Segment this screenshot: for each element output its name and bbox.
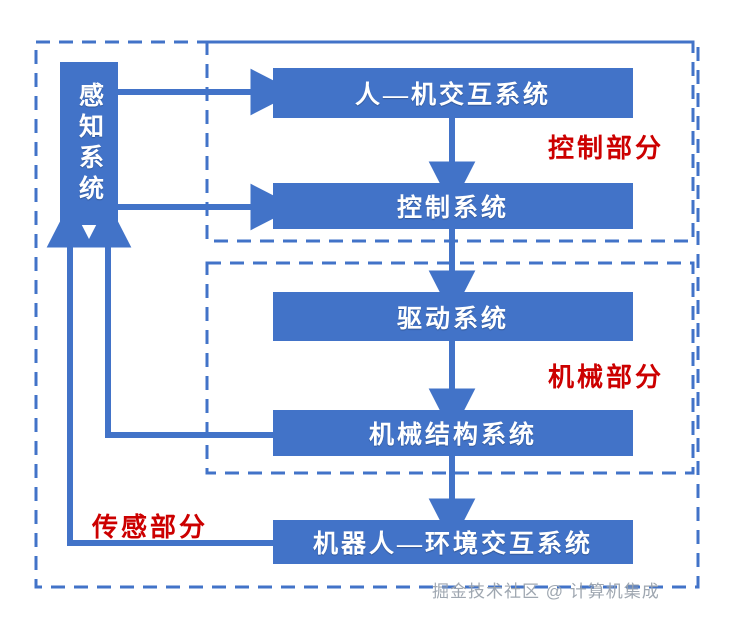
node-drive-system[interactable]: 驱动系统 <box>273 292 633 341</box>
node-label: 人—机交互系统 <box>354 82 551 109</box>
node-label: 机械结构系统 <box>368 422 537 449</box>
node-label: 驱动系统 <box>396 305 509 333</box>
outer-dashed-boundary <box>34 40 700 589</box>
edge-mechanical-to-perception-feedback <box>84 201 273 438</box>
edge-robot-env-to-perception-feedback <box>46 201 273 546</box>
node-label: 感知系统 <box>75 81 103 206</box>
node-perception-system[interactable]: 感知系统 <box>60 62 118 225</box>
zone-label-sensing-part: 传感部分 <box>92 513 209 542</box>
node-label: 机器人—环境交互系统 <box>312 531 593 558</box>
node-control-system[interactable]: 控制系统 <box>273 183 633 229</box>
node-mechanical-structure-system[interactable]: 机械结构系统 <box>273 410 633 456</box>
watermark-text: 掘金技术社区 @ 计算机集成 <box>432 582 660 601</box>
zone-label-control-part: 控制部分 <box>548 134 665 163</box>
node-human-machine-interaction-system[interactable]: 人—机交互系统 <box>273 68 633 118</box>
node-robot-environment-interaction-system[interactable]: 机器人—环境交互系统 <box>273 520 633 564</box>
zone-label-mechanical-part: 机械部分 <box>548 363 665 392</box>
node-label: 控制系统 <box>396 195 509 222</box>
